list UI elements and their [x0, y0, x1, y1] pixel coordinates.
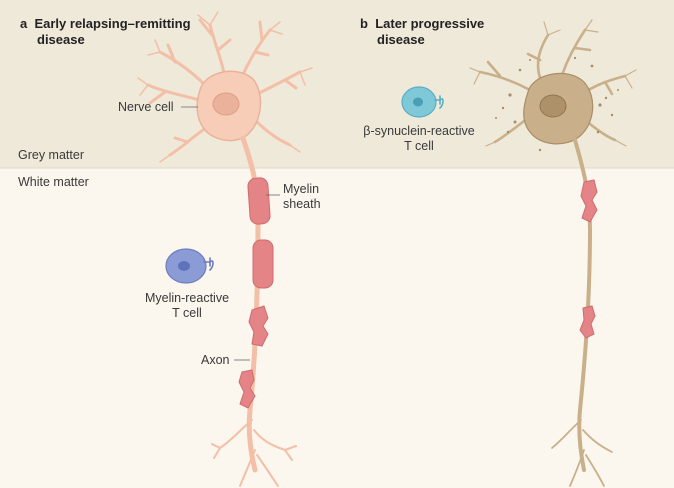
panel-a-title: a Early relapsing–remitting disease [20, 16, 191, 48]
myelin-tcell-line2: T cell [172, 306, 202, 320]
white-matter-label: White matter [18, 175, 89, 189]
grey-matter-label: Grey matter [18, 148, 84, 162]
nerve-cell-label: Nerve cell [118, 100, 174, 114]
myelin-reactive-t-cell [165, 248, 214, 284]
synuclein-tcell-line1: β-synuclein-reactive [363, 124, 475, 138]
myelin-tcell-line1: Myelin-reactive [144, 291, 230, 305]
damaged-myelin-b [579, 179, 598, 339]
panel-b-title-line2: disease [377, 32, 425, 47]
leader-lines-a [181, 106, 280, 361]
myelin-sheath-line1: Myelin [283, 182, 320, 196]
myelin-sheaths [247, 177, 274, 289]
healthy-neuron [137, 11, 313, 487]
damaged-myelin [238, 305, 269, 409]
debris [495, 56, 619, 152]
myelin-segment [252, 239, 274, 289]
synuclein-reactive-t-cell [401, 86, 444, 118]
panel-b-title: b Later progressive disease [360, 16, 484, 48]
panel-b-letter: b [360, 16, 368, 31]
myelin-segment [247, 177, 271, 225]
white-matter-region [0, 168, 674, 488]
myelin-sheath-label: Myelin sheath [283, 182, 321, 212]
panel-a-letter: a [20, 16, 28, 31]
panel-a-title-line2: disease [37, 32, 85, 47]
panel-b-title-line1: Later progressive [375, 16, 485, 31]
myelin-sheath-line2: sheath [283, 197, 321, 211]
myelin-tcell-label: Myelin-reactive T cell [132, 291, 242, 321]
synuclein-tcell-label: β-synuclein-reactive T cell [352, 124, 486, 154]
panel-a-title-line1: Early relapsing–remitting [34, 16, 191, 31]
synuclein-tcell-line2: T cell [404, 139, 434, 153]
axon-label: Axon [201, 353, 230, 367]
